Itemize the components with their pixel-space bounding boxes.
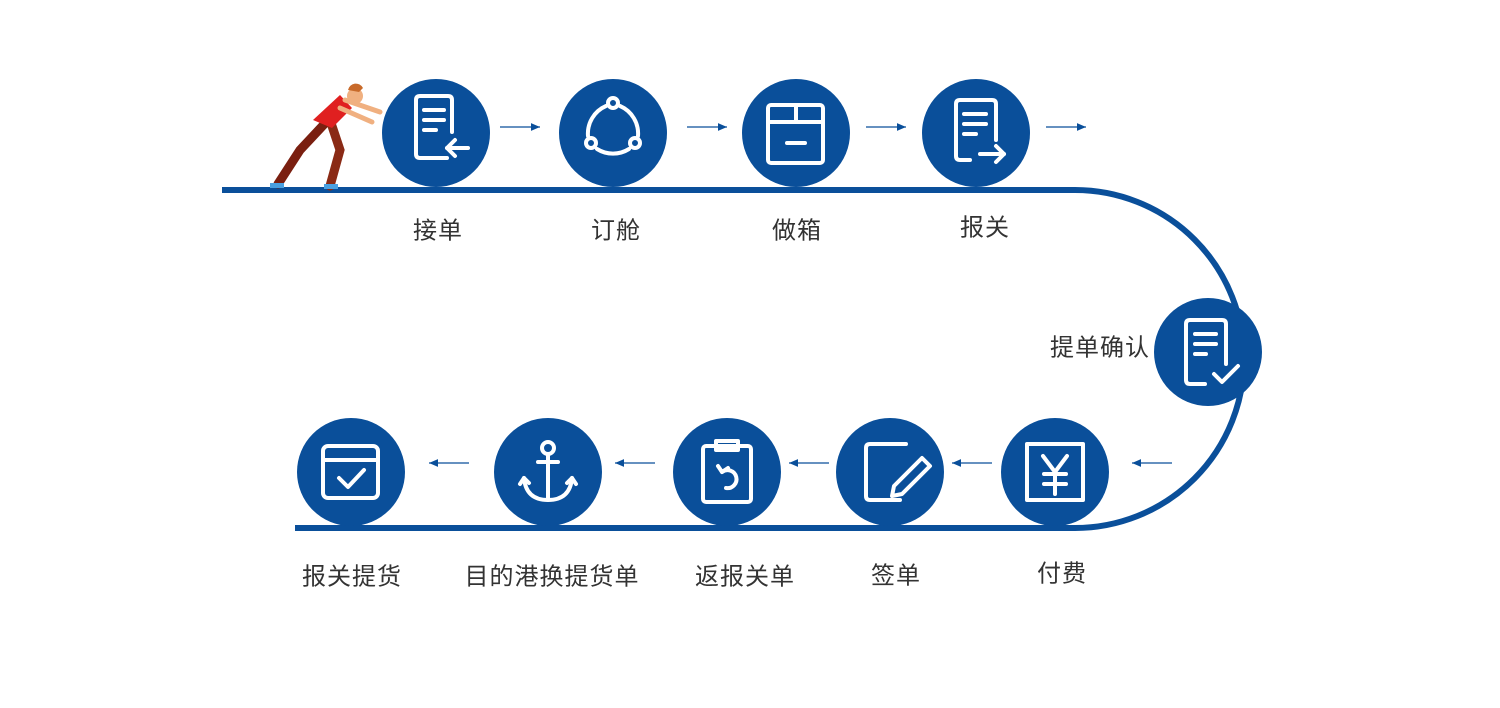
flow-arrows bbox=[429, 123, 1172, 467]
step-label: 提单确认 bbox=[1050, 333, 1150, 362]
step-label: 做箱 bbox=[772, 216, 822, 245]
document-arrow-in-icon bbox=[414, 94, 470, 160]
step-label: 订舱 bbox=[591, 216, 641, 245]
step-circle bbox=[297, 418, 405, 526]
yen-icon bbox=[1025, 442, 1085, 502]
share-nodes-icon bbox=[584, 96, 642, 156]
document-check-icon bbox=[1184, 318, 1240, 386]
step-label: 报关 bbox=[960, 213, 1010, 242]
step-circle bbox=[1154, 298, 1262, 406]
step-circle bbox=[559, 79, 667, 187]
step-circle bbox=[836, 418, 944, 526]
anchor-icon bbox=[518, 440, 578, 502]
step-circle bbox=[382, 79, 490, 187]
step-label: 付费 bbox=[1037, 559, 1087, 588]
document-arrow-out-icon bbox=[954, 98, 1006, 164]
step-label: 返报关单 bbox=[695, 562, 795, 591]
box-check-icon bbox=[321, 444, 380, 500]
clipboard-return-icon bbox=[701, 439, 753, 504]
step-circle bbox=[742, 79, 850, 187]
edit-pencil-icon bbox=[864, 442, 932, 502]
step-label: 目的港换提货单 bbox=[464, 562, 640, 591]
step-label: 接单 bbox=[413, 216, 463, 245]
step-label: 报关提货 bbox=[302, 562, 402, 591]
step-label: 签单 bbox=[871, 561, 921, 590]
person-pushing-illustration bbox=[270, 83, 383, 191]
box-icon bbox=[766, 103, 825, 165]
